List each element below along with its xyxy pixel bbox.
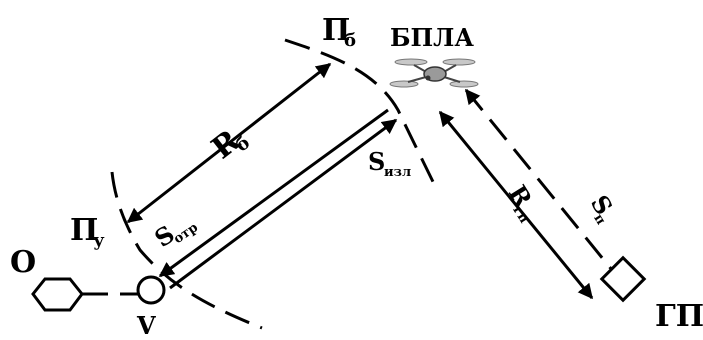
pi-b-subscript: б bbox=[344, 30, 356, 51]
boundary-pi-b-line bbox=[284, 38, 439, 191]
r-gp-arrow bbox=[438, 110, 594, 300]
s-izl-subscript: изл bbox=[384, 165, 411, 180]
o-label: О bbox=[10, 245, 36, 280]
ground-station-square-icon bbox=[599, 255, 647, 303]
r-b-arrow bbox=[126, 62, 332, 224]
boundary-pi-y-line bbox=[110, 171, 263, 330]
gp-label: ГП bbox=[655, 299, 703, 334]
uav-label: БПЛА bbox=[390, 23, 474, 52]
pi-b-label: П bbox=[322, 13, 350, 48]
s-p-dash-line bbox=[464, 88, 614, 271]
s-otr-arrow bbox=[158, 108, 389, 278]
s-izl-arrow bbox=[169, 118, 398, 290]
pi-y-subscript: у bbox=[93, 230, 105, 251]
drone-icon bbox=[389, 58, 479, 88]
hexagon-icon bbox=[31, 277, 84, 312]
circle-icon bbox=[136, 275, 166, 305]
pi-y-label: П bbox=[70, 213, 98, 248]
s-izl-label: S bbox=[368, 147, 385, 176]
v-label: V bbox=[136, 311, 156, 340]
